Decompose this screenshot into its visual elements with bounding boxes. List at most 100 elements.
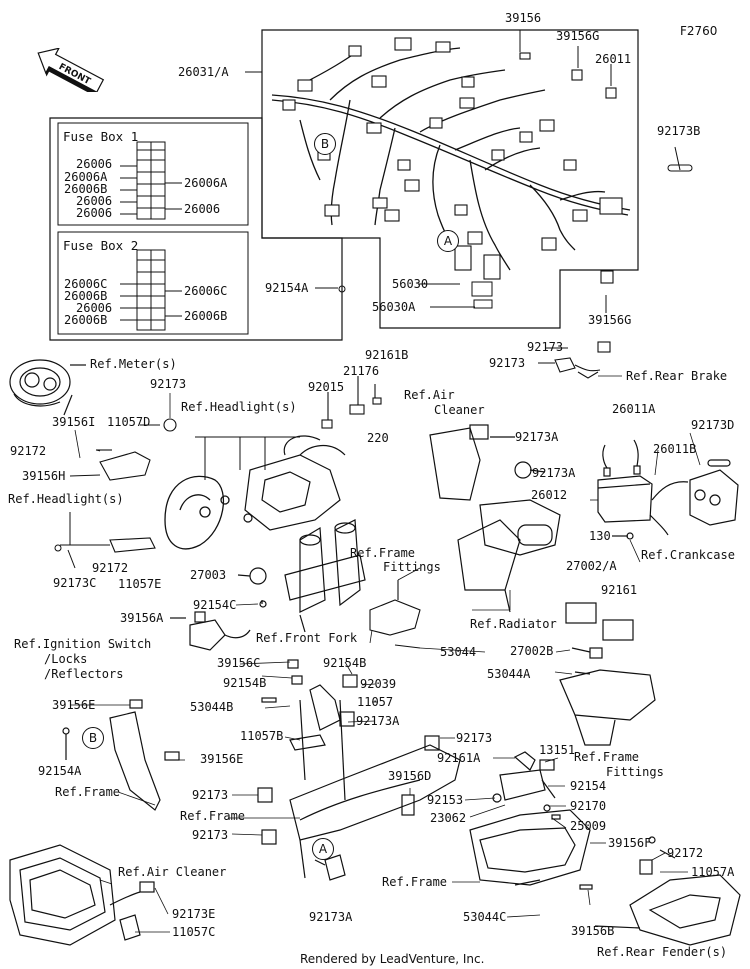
part-label: 27002/A [566,559,617,573]
reference-label: /Reflectors [44,667,124,681]
fuse-box-1-left-label: 26006 [76,157,113,171]
callout-a: A [312,838,334,860]
callout-b: B [314,133,336,155]
part-label: 92173A [356,714,400,728]
part-label: 56030 [392,277,429,291]
part-label: 92154A [265,281,309,295]
part-label: 92173 [192,788,229,802]
part-label: 11057A [691,865,735,879]
reference-label: Ref.Headlight(s) [8,492,124,506]
part-label: 92015 [308,380,345,394]
fuse-box-1-left-label: 26006 [76,206,113,220]
reference-label: Fittings [383,560,441,574]
part-label: 39156E [52,698,96,712]
reference-label: Ref.Crankcase [641,548,735,562]
air-cleaner-drawing [9,844,155,946]
ecu-drawing [559,602,656,746]
reference-label: Ref.Ignition Switch [14,637,152,651]
meter-drawing [9,359,86,416]
part-label: 39156C [217,656,261,670]
front-fork [237,519,366,633]
part-label: 11057D [107,415,151,429]
reference-label: /Locks [44,652,88,666]
part-label: 39156H [22,469,66,483]
radiator-drawing [429,424,561,613]
part-label: 92161B [365,348,409,362]
reference-label: Ref.Frame [574,750,640,764]
fuse-box-1-left-label: 26006A [64,170,108,184]
part-label: 92173A [532,466,576,480]
rear-fender-drawing [594,836,741,946]
part-label: 92172 [92,561,129,575]
part-label: 11057E [118,577,162,591]
part-label: 92173 [489,356,526,370]
part-label: 92154A [38,764,82,778]
callout-a: A [437,230,459,252]
part-label: 92154B [323,656,367,670]
reference-label: Ref.Frame [180,809,246,823]
fuse-box-1-right-label: 26006A [184,176,228,190]
part-label: 39156 [505,11,542,25]
front-arrow-icon: FRONT [37,48,105,92]
part-label: 92161A [437,751,481,765]
part-label: 26011A [612,402,656,416]
part-label: 92173E [172,907,216,921]
footer-credit: Rendered by LeadVenture, Inc. [300,952,485,966]
reference-label: Ref.Frame [350,546,416,560]
reference-label: Ref.Air Cleaner [118,865,227,879]
part-label: 92173 [456,731,493,745]
part-label: 92170 [570,799,607,813]
part-label: 26012 [531,488,568,502]
reference-label: Fittings [606,765,664,779]
part-label: 25009 [570,819,607,833]
reference-label: Ref.Air [404,388,455,402]
part-label: 92173 [150,377,187,391]
part-label: 27003 [190,568,227,582]
part-label: 53044A [487,667,531,681]
part-label: 53044C [463,910,507,924]
part-label: 39156G [588,313,632,327]
part-label: 92173 [192,828,229,842]
part-label: 26011B [653,442,697,456]
reference-label: Cleaner [434,403,485,417]
part-label: 92039 [360,677,397,691]
part-label: 92154 [570,779,607,793]
fuse-box-2-left-label: 26006B [64,289,108,303]
part-label: 92172 [10,444,47,458]
fuse-box-2-left-label: 26006C [64,277,108,291]
fuse-box-2-left-label: 26006 [76,301,113,315]
part-label: 11057B [240,729,284,743]
fuse-box-2-right-label: 26006C [184,284,228,298]
part-label: 53044 [440,645,477,659]
part-label: 21176 [343,364,380,378]
part-label: 130 [589,529,611,543]
part-label: 39156B [571,924,615,938]
reference-label: Ref.Meter(s) [90,357,177,371]
fuse-box-2-grid [120,249,182,331]
reference-label: Ref.Frame [382,875,448,889]
part-label: 27002B [510,644,554,658]
part-label: 220 [367,431,389,445]
fuse-box-2-left-label: 26006B [64,313,108,327]
lower-harness [257,659,461,881]
part-label: 56030A [372,300,416,314]
fuse-box-1-left-label: 26006 [76,194,113,208]
part-label: 11057C [172,925,216,939]
part-label: 92173C [53,576,97,590]
frame-fitting [369,580,421,649]
part-label: 53044B [190,700,234,714]
part-label: 39156F [608,836,652,850]
part-label: 92173A [309,910,353,924]
headlight-drawing [164,475,230,550]
reference-label: Ref.Radiator [470,617,557,631]
reference-label: Ref.Rear Fender(s) [597,945,728,959]
headlight-bracket [69,418,177,553]
reference-label: Ref.Headlight(s) [181,400,297,414]
part-label: 92173B [657,124,701,138]
reference-label: Ref.Front Fork [256,631,358,645]
part-label: 39156D [388,769,432,783]
callout-b: B [82,727,104,749]
fuse-box-1-grid [120,141,182,220]
